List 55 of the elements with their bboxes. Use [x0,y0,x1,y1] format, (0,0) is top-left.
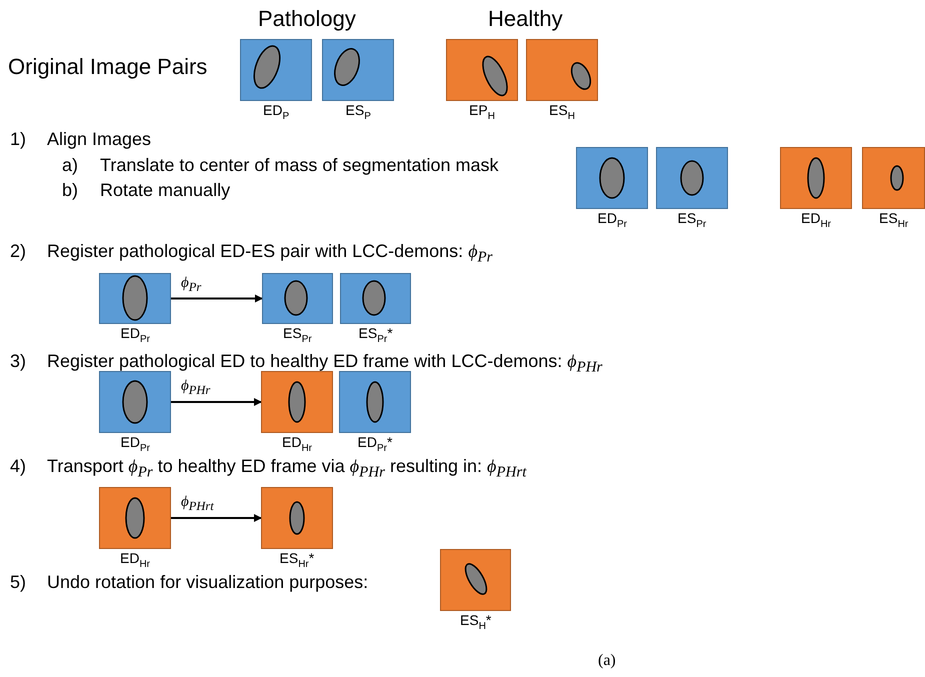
step-text: Transport ϕ$_{Pr}$ to healthy ED frame via ϕ$_{PHr}$ resulting in: ϕ$_{PHrt}$ [47,456,526,482]
image-caption: EP$_{H}$ [469,103,495,122]
column-heading: Pathology [258,6,356,32]
image-thumbnail [261,371,333,433]
step-text: Translate to center of mass of segmentation mask [100,155,499,176]
image-thumbnail [262,273,333,324]
image-thumbnail [339,371,411,433]
image-thumbnail [780,147,852,209]
image-thumbnail [656,147,728,209]
image-thumbnail [99,487,171,549]
step-number: 5) [10,572,26,593]
image-thumbnail [576,147,648,209]
image-caption: ES$_{H}$ [549,103,575,122]
step-text: Rotate manually [100,180,230,201]
image-caption: ES$_{Hr}$ [879,211,908,230]
image-thumbnail [240,39,312,101]
step-number: a) [62,155,78,176]
step-number: 1) [10,129,26,150]
step-number: 3) [10,351,26,372]
figure-caption: (a) [598,652,616,670]
row-heading: Original Image Pairs [8,54,208,80]
image-caption: ED$_{Pr}$* [358,435,392,454]
image-thumbnail [340,273,411,324]
step-text: Align Images [47,129,152,150]
image-caption: ES$_{Pr}$ [678,211,706,230]
image-thumbnail [440,549,511,611]
image-caption: ES$_{Pr}$* [358,326,393,345]
image-caption: ED$_{Hr}$ [282,435,312,454]
image-caption: ED$_{Pr}$ [598,211,627,230]
image-caption: ED$_{Hr}$ [801,211,832,230]
image-thumbnail [261,487,333,549]
image-thumbnail [446,39,518,101]
image-caption: ES$_{Pr}$ [283,326,312,345]
image-thumbnail [862,147,925,209]
arrow [171,398,262,406]
image-thumbnail [99,273,171,324]
step-number: b) [62,180,78,201]
image-caption: ED$_{Pr}$ [120,435,150,454]
step-text: Undo rotation for visualization purposes: [47,572,368,593]
arrow [171,294,263,302]
step-text: Register pathological ED-ES pair with LCC-demons: ϕ$_{Pr}$ [47,241,493,267]
arrow [171,514,262,522]
image-caption: ES$_{H}$* [460,613,492,632]
image-thumbnail [322,39,394,101]
image-caption: ED$_{P}$ [263,103,290,122]
image-caption: ED$_{Pr}$ [120,326,150,345]
image-caption: ES$_{P}$ [346,103,371,122]
image-caption: ED$_{Hr}$ [120,551,150,570]
image-thumbnail [526,39,598,101]
image-caption: ES$_{Hr}$* [280,551,314,570]
image-thumbnail [99,371,171,433]
step-text: Register pathological ED to healthy ED frame with LCC-demons: ϕ$_{PHr}$ [47,351,602,377]
step-number: 2) [10,241,26,262]
column-heading: Healthy [488,6,563,32]
step-number: 4) [10,456,26,477]
